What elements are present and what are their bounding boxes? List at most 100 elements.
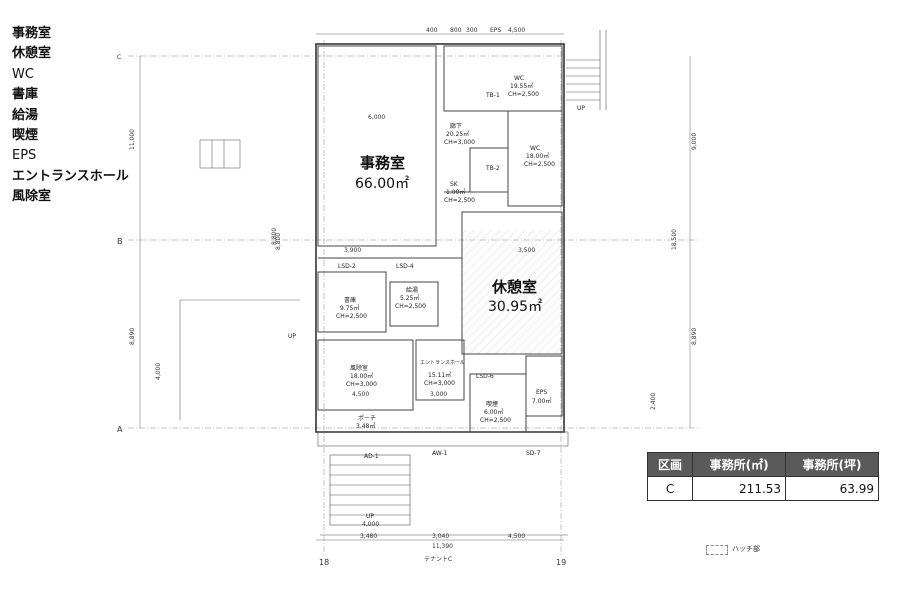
wc2-label: WC [530,145,540,152]
dim-left-1: 8,800 [275,233,282,250]
dimension-lines [139,33,691,541]
dim-top-1: 800 [450,27,462,34]
legend-item-entrance: エントランスホール [12,168,129,184]
dim-bottom-2: 4,500 [508,533,525,540]
legend-item-archive: 書庫 [12,87,39,103]
dim-top-2: 300 [466,27,478,34]
corridor-ch: CH=3,000 [444,139,475,146]
left-stair-outline [179,139,300,420]
aw1-label: AW-1 [432,450,448,457]
office-wall [317,45,437,247]
tb1-label: TB-1 [485,92,500,99]
up-label-side: UP [288,333,296,340]
kitchen-ch: CH=2,500 [395,303,426,310]
sd7-label: SD-7 [526,450,541,457]
header-section: 区画 [646,452,694,477]
dim-right-1: 18,500 [671,229,678,250]
row-label-c: C [117,54,121,61]
legend-item-kitchen: 給湯 [12,107,39,123]
row-label-a: A [117,425,123,434]
legend-item-office: 事務室 [12,26,52,41]
hatch-legend: ハッチ部 [706,544,760,554]
table-row: C 211.53 63.99 [646,476,879,501]
dim-left-3: 4,000 [155,363,162,380]
wc2-ch: CH=2,500 [524,161,555,168]
dim-left-0: 11,000 [129,129,136,150]
dim-rest-w: 3,500 [518,247,535,254]
legend-item-wc: WC [12,66,34,82]
rest-area: 30.95㎡ [488,299,542,315]
wc1-ch: CH=2,500 [508,91,539,98]
archive-area: 9.75㎡ [340,304,359,312]
dim-bottom-0: 3,480 [360,533,377,540]
area-table-header: 区画 事務所(㎡) 事務所(坪) [646,452,879,477]
windbreak-area: 18.00㎡ [350,372,373,380]
up-label-porch: UP [366,513,374,520]
grid-labels: C B A 18 19 テナントC [117,54,566,567]
row-label-b: B [117,237,123,246]
tb2-label: TB-2 [485,165,500,172]
office-area: 66.00㎡ [355,176,409,192]
dim-top-0: 400 [426,27,438,34]
dimension-texts: 400 800 300 4,500 EPS 11,390 3,480 3,040… [129,27,698,550]
lsd2-label: LSD-2 [338,263,356,270]
smoking-area: 6.00㎡ [484,408,503,416]
legend-item-smoking: 喫煙 [12,128,39,144]
dim-bottom-1: 3,040 [432,533,449,540]
windbreak-label: 風除室 [350,364,368,372]
rest-hatch [463,230,561,353]
archive-ch: CH=2,500 [336,313,367,320]
kitchen-wall [389,281,439,327]
sk-ch: CH=2,500 [444,197,475,204]
area-table: 区画 事務所(㎡) 事務所(坪) C 211.53 63.99 [646,452,879,501]
entrance-wall [415,339,465,401]
dim-right-3: 2,400 [650,393,657,410]
windbreak-wall [317,339,414,411]
wc1-label: WC [514,75,524,82]
room-legend: 事務室 休憩室 WC 書庫 給湯 喫煙 EPS エントランスホール 風除室 [12,24,152,208]
dim-office-w: 6,000 [368,114,385,121]
archive-label: 書庫 [344,296,356,304]
eps-label: EPS [536,389,547,396]
cell-office-tsubo: 63.99 [785,476,879,501]
office-name: 事務室 [360,154,405,172]
kitchen-label: 給湯 [406,286,418,294]
rest-wall [461,211,563,355]
sk-label: SK [450,181,459,188]
windbreak-ch: CH=3,000 [346,381,377,388]
eps-top-label: EPS [490,27,501,34]
eps-wall [525,355,563,417]
legend-item-rest: 休憩室 [12,46,52,62]
porch-area: 3.48㎡ [356,422,375,430]
entrance-ch: CH=3,000 [424,380,455,387]
header-office-sqm: 事務所(㎡) [692,452,787,477]
sk-area: 1.00㎡ [446,188,465,196]
corridor-area: 20.25㎡ [446,130,469,138]
hatch-legend-swatch [706,545,728,555]
entrance-label: エントランスホール [420,360,465,366]
porch-label: ポーチ [358,414,376,422]
lsd4-label: LSD-4 [396,263,414,270]
dim-entrance-w: 3,000 [430,391,447,398]
dim-top-3: 4,500 [508,27,525,34]
dim-right-2: 8,890 [691,328,698,345]
rear-stairs [566,30,607,110]
dim-office-h: 8,800 [271,228,278,245]
cell-office-sqm: 211.53 [692,476,787,501]
column-label-19: 19 [556,558,566,567]
interior-walls [317,45,563,433]
eps-area: 7.00㎡ [532,397,551,405]
archive-wall [317,271,387,333]
header-office-tsubo: 事務所(坪) [785,452,879,477]
corridor-label: 廊下 [450,122,462,130]
grid-lines [128,40,700,555]
ad1-label: AD-1 [364,453,379,460]
cell-section: C [646,476,694,501]
dim-bottom-total: 11,390 [432,543,453,550]
rest-name: 休憩室 [491,278,537,296]
column-label-18: 18 [319,558,329,567]
legend-item-windbreak: 風除室 [12,189,52,205]
dim-windbreak-w: 4,500 [352,391,369,398]
dim-left-2: 8,890 [129,328,136,345]
